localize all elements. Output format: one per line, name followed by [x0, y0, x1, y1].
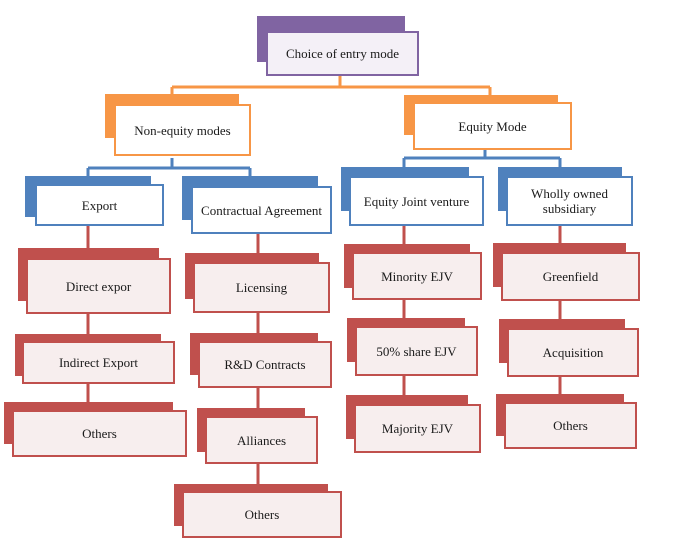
leaf-label: Others	[244, 507, 280, 522]
leaf-ejv-majority: Majority EJV	[346, 395, 481, 453]
leaf-label: Indirect Export	[58, 355, 139, 370]
leaf-export-direct: Direct expor	[18, 248, 171, 314]
node-choice-of-entry-mode: Choice of entry mode	[257, 16, 421, 78]
leaf-contractual-licensing: Licensing	[185, 253, 330, 313]
leaf-label: R&D Contracts	[224, 357, 306, 372]
leaf-contractual-others: Others	[174, 484, 342, 538]
leaf-export-indirect: Indirect Export	[15, 334, 175, 384]
node-label: Non-equity modes	[134, 122, 231, 138]
leaf-contractual-alliances: Alliances	[197, 408, 318, 464]
node-label: Contractual Agreement	[201, 202, 322, 218]
node-label: Export	[81, 197, 118, 213]
leaf-label: Others	[553, 418, 588, 433]
leaf-wholly-greenfield: Greenfield	[493, 243, 640, 301]
node-export: Export	[25, 176, 164, 226]
node-label: Equity Mode	[458, 118, 527, 134]
node-non-equity-modes: Non-equity modes	[105, 94, 251, 158]
leaf-contractual-rd-contracts: R&D Contracts	[190, 333, 332, 388]
leaf-wholly-acquisition: Acquisition	[499, 319, 639, 377]
leaf-label: Greenfield	[542, 269, 599, 284]
node-label: Choice of entry mode	[286, 46, 399, 61]
leaf-label: Licensing	[235, 280, 288, 295]
leaf-wholly-others: Others	[496, 394, 637, 449]
leaf-label: 50% share EJV	[376, 343, 457, 359]
node-equity-mode: Equity Mode	[404, 95, 572, 151]
leaf-ejv-50-share: 50% share EJV	[347, 318, 478, 376]
leaf-label: Minority EJV	[381, 268, 453, 284]
node-wholly-owned-subsidiary: Wholly owned subsidiary	[498, 167, 633, 226]
leaf-label: Alliances	[236, 432, 287, 448]
node-label: Wholly owned subsidiary	[531, 186, 608, 216]
leaf-label: Acquisition	[542, 345, 604, 360]
leaf-label: Majority EJV	[381, 421, 454, 436]
leaf-label: Others	[82, 426, 117, 441]
leaf-ejv-minority: Minority EJV	[344, 244, 482, 300]
node-equity-joint-venture: Equity Joint venture	[341, 167, 484, 226]
node-contractual-agreement: Contractual Agreement	[182, 176, 332, 234]
node-label: Equity Joint venture	[363, 193, 470, 209]
leaf-label: Direct expor	[65, 278, 132, 294]
leaf-export-others: Others	[4, 402, 187, 457]
